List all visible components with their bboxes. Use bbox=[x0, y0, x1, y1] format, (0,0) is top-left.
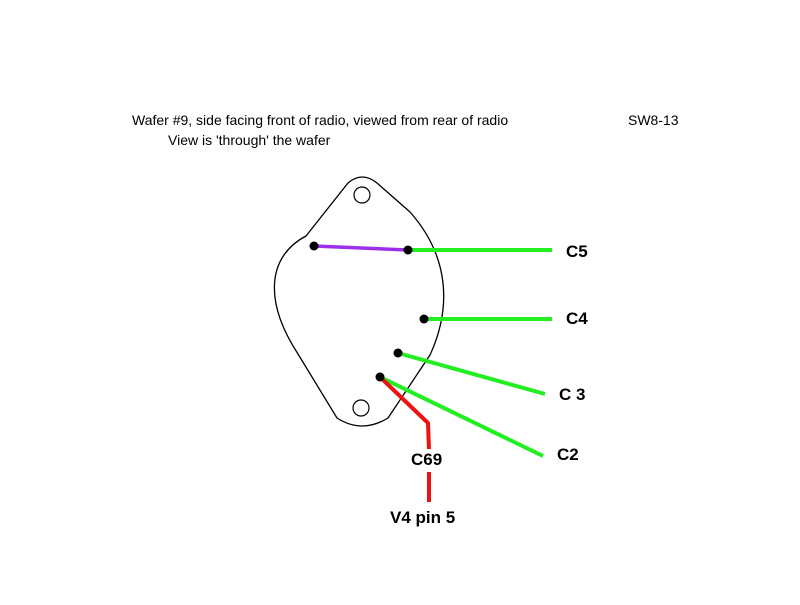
jumper-wire-purple bbox=[312, 244, 410, 252]
terminal-3 bbox=[419, 314, 429, 324]
wire-c2 bbox=[379, 375, 544, 458]
wire-c3 bbox=[397, 351, 546, 396]
terminal-4 bbox=[393, 348, 403, 358]
wafer-outline bbox=[273, 176, 445, 427]
label-c4: C4 bbox=[566, 309, 588, 328]
title-line-2: View is 'through' the wafer bbox=[168, 132, 331, 148]
label-v4-pin5: V4 pin 5 bbox=[390, 508, 456, 527]
label-c69: C69 bbox=[411, 450, 443, 469]
mounting-hole-bottom bbox=[352, 399, 370, 417]
terminal-1 bbox=[309, 241, 319, 251]
label-c2: C2 bbox=[557, 445, 579, 464]
label-c5: C5 bbox=[566, 242, 588, 261]
title-line-1: Wafer #9, side facing front of radio, vi… bbox=[132, 112, 509, 128]
terminal-5 bbox=[375, 372, 385, 382]
label-c3: C 3 bbox=[559, 385, 586, 404]
sheet-id: SW8-13 bbox=[628, 112, 679, 128]
terminal-2 bbox=[403, 245, 413, 255]
mounting-hole-top bbox=[353, 186, 371, 204]
wire-c69 bbox=[378, 375, 431, 450]
